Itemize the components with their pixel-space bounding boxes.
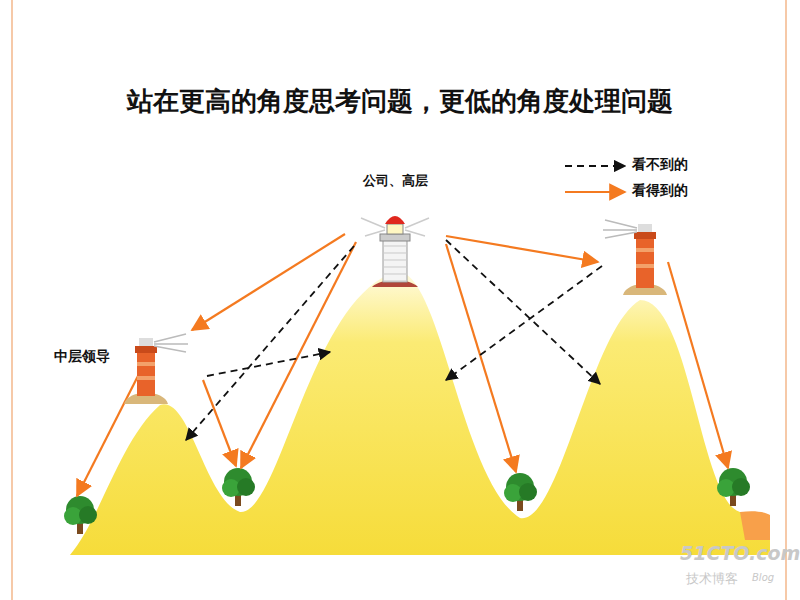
stripe	[137, 362, 155, 366]
light-beam	[361, 218, 429, 236]
gallery	[135, 346, 157, 353]
tower	[383, 240, 407, 282]
legend-text: 看不到的	[632, 156, 688, 174]
frame-line	[11, 0, 13, 600]
brick-line	[383, 274, 407, 275]
lighthouse-figure	[124, 334, 188, 404]
legend-sample-solid	[565, 191, 625, 193]
watermark: 51CTO.com	[680, 542, 800, 564]
lighthouse-node: 公司、高层	[345, 172, 445, 287]
light-beam	[154, 334, 188, 352]
stripe	[137, 376, 155, 380]
brick-line	[383, 253, 407, 254]
title: 站在更高的角度思考问题，更低的角度处理问题	[0, 84, 800, 119]
tree	[64, 496, 97, 534]
hidden-arrows	[186, 240, 602, 440]
lighthouse-icon	[345, 172, 445, 287]
brick-line	[383, 246, 407, 247]
brick-line	[383, 281, 407, 282]
frame-line	[785, 0, 787, 600]
lighthouse	[603, 220, 667, 295]
watermark: Blog	[752, 572, 774, 583]
lamp	[387, 224, 403, 234]
tree	[504, 473, 537, 511]
tower	[137, 352, 155, 396]
visible-arrow	[192, 234, 345, 330]
node-label: 公司、高层	[345, 172, 445, 190]
dome	[385, 216, 405, 224]
brick-line	[383, 267, 407, 268]
ground-patch	[740, 511, 770, 540]
lighthouse-icon	[40, 330, 200, 410]
tree	[717, 468, 750, 506]
node-label: 中层领导	[54, 348, 110, 366]
gallery	[380, 234, 410, 241]
tree	[222, 468, 255, 506]
base	[369, 280, 421, 287]
lighthouse-figure	[361, 216, 429, 287]
lamp	[139, 338, 153, 346]
lighthouse-node: 中层领导	[40, 330, 200, 410]
mountains	[70, 272, 770, 555]
legend-text: 看得到的	[632, 182, 688, 200]
watermark: 技术博客	[686, 570, 738, 588]
visible-arrows	[77, 236, 728, 496]
legend-sample-dashed	[565, 165, 625, 167]
brick-line	[383, 260, 407, 261]
